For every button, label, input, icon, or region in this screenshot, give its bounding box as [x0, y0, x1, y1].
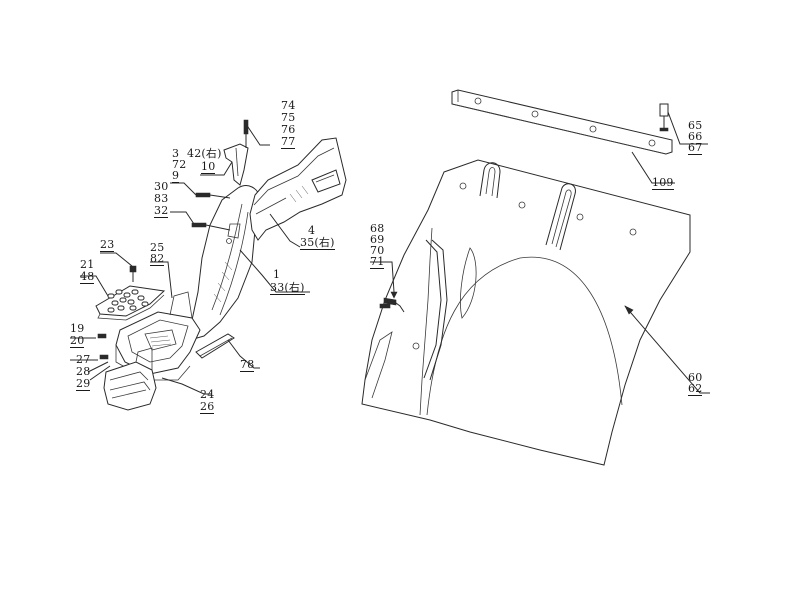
callout-48: 48 [80, 270, 95, 284]
callout-42: 42(右) [187, 147, 222, 160]
callout-23: 23 [100, 238, 115, 252]
callout-76: 76 [281, 123, 296, 136]
callout-68: 68 [370, 222, 385, 235]
callout-71: 71 [370, 255, 385, 269]
step-grate [80, 275, 166, 321]
callout-74: 74 [281, 99, 296, 112]
bolt-set-68-71 [370, 261, 405, 313]
mudguard-plate [361, 159, 710, 466]
callout-35: 35(右) [300, 236, 335, 250]
callout-83: 83 [154, 192, 169, 205]
top-bracket-bar [451, 89, 708, 184]
callout-32: 32 [154, 204, 169, 218]
callout-33: 33(右) [270, 281, 305, 295]
callout-109: 109 [652, 176, 674, 190]
screws-small [70, 333, 111, 381]
callout-26: 26 [200, 400, 215, 414]
callout-9: 9 [172, 169, 180, 183]
callout-24: 24 [200, 388, 215, 401]
callout-78: 78 [240, 358, 255, 372]
callout-3: 3 [172, 147, 180, 160]
support-strip [195, 333, 260, 369]
upper-fender-panel [249, 137, 347, 248]
callout-75: 75 [281, 111, 296, 124]
callout-69: 69 [370, 233, 385, 246]
callout-66: 66 [688, 130, 703, 143]
callout-29: 29 [76, 377, 91, 391]
callout-70: 70 [370, 244, 385, 257]
callout-82: 82 [150, 252, 165, 266]
mount-bracket [200, 119, 270, 186]
callout-1: 1 [273, 268, 281, 281]
callout-67: 67 [688, 141, 703, 155]
callout-10: 10 [201, 160, 216, 174]
callout-20: 20 [70, 334, 85, 348]
callout-4: 4 [308, 224, 316, 237]
callout-21: 21 [80, 258, 95, 271]
callout-77: 77 [281, 135, 296, 149]
fender-arch [189, 185, 261, 341]
callout-27: 27 [76, 353, 91, 366]
callout-72: 72 [172, 158, 187, 171]
fasteners-left [170, 182, 231, 231]
callout-19: 19 [70, 322, 85, 335]
callout-25: 25 [150, 241, 165, 254]
callout-62: 62 [688, 382, 703, 396]
leader-1-33 [239, 249, 310, 293]
callout-30: 30 [154, 180, 169, 193]
step-tray [115, 261, 201, 381]
callout-28: 28 [76, 365, 91, 378]
callout-65: 65 [688, 119, 703, 132]
bolt-23 [100, 252, 137, 282]
callout-60: 60 [688, 371, 703, 384]
lower-step-bracket [103, 347, 212, 411]
